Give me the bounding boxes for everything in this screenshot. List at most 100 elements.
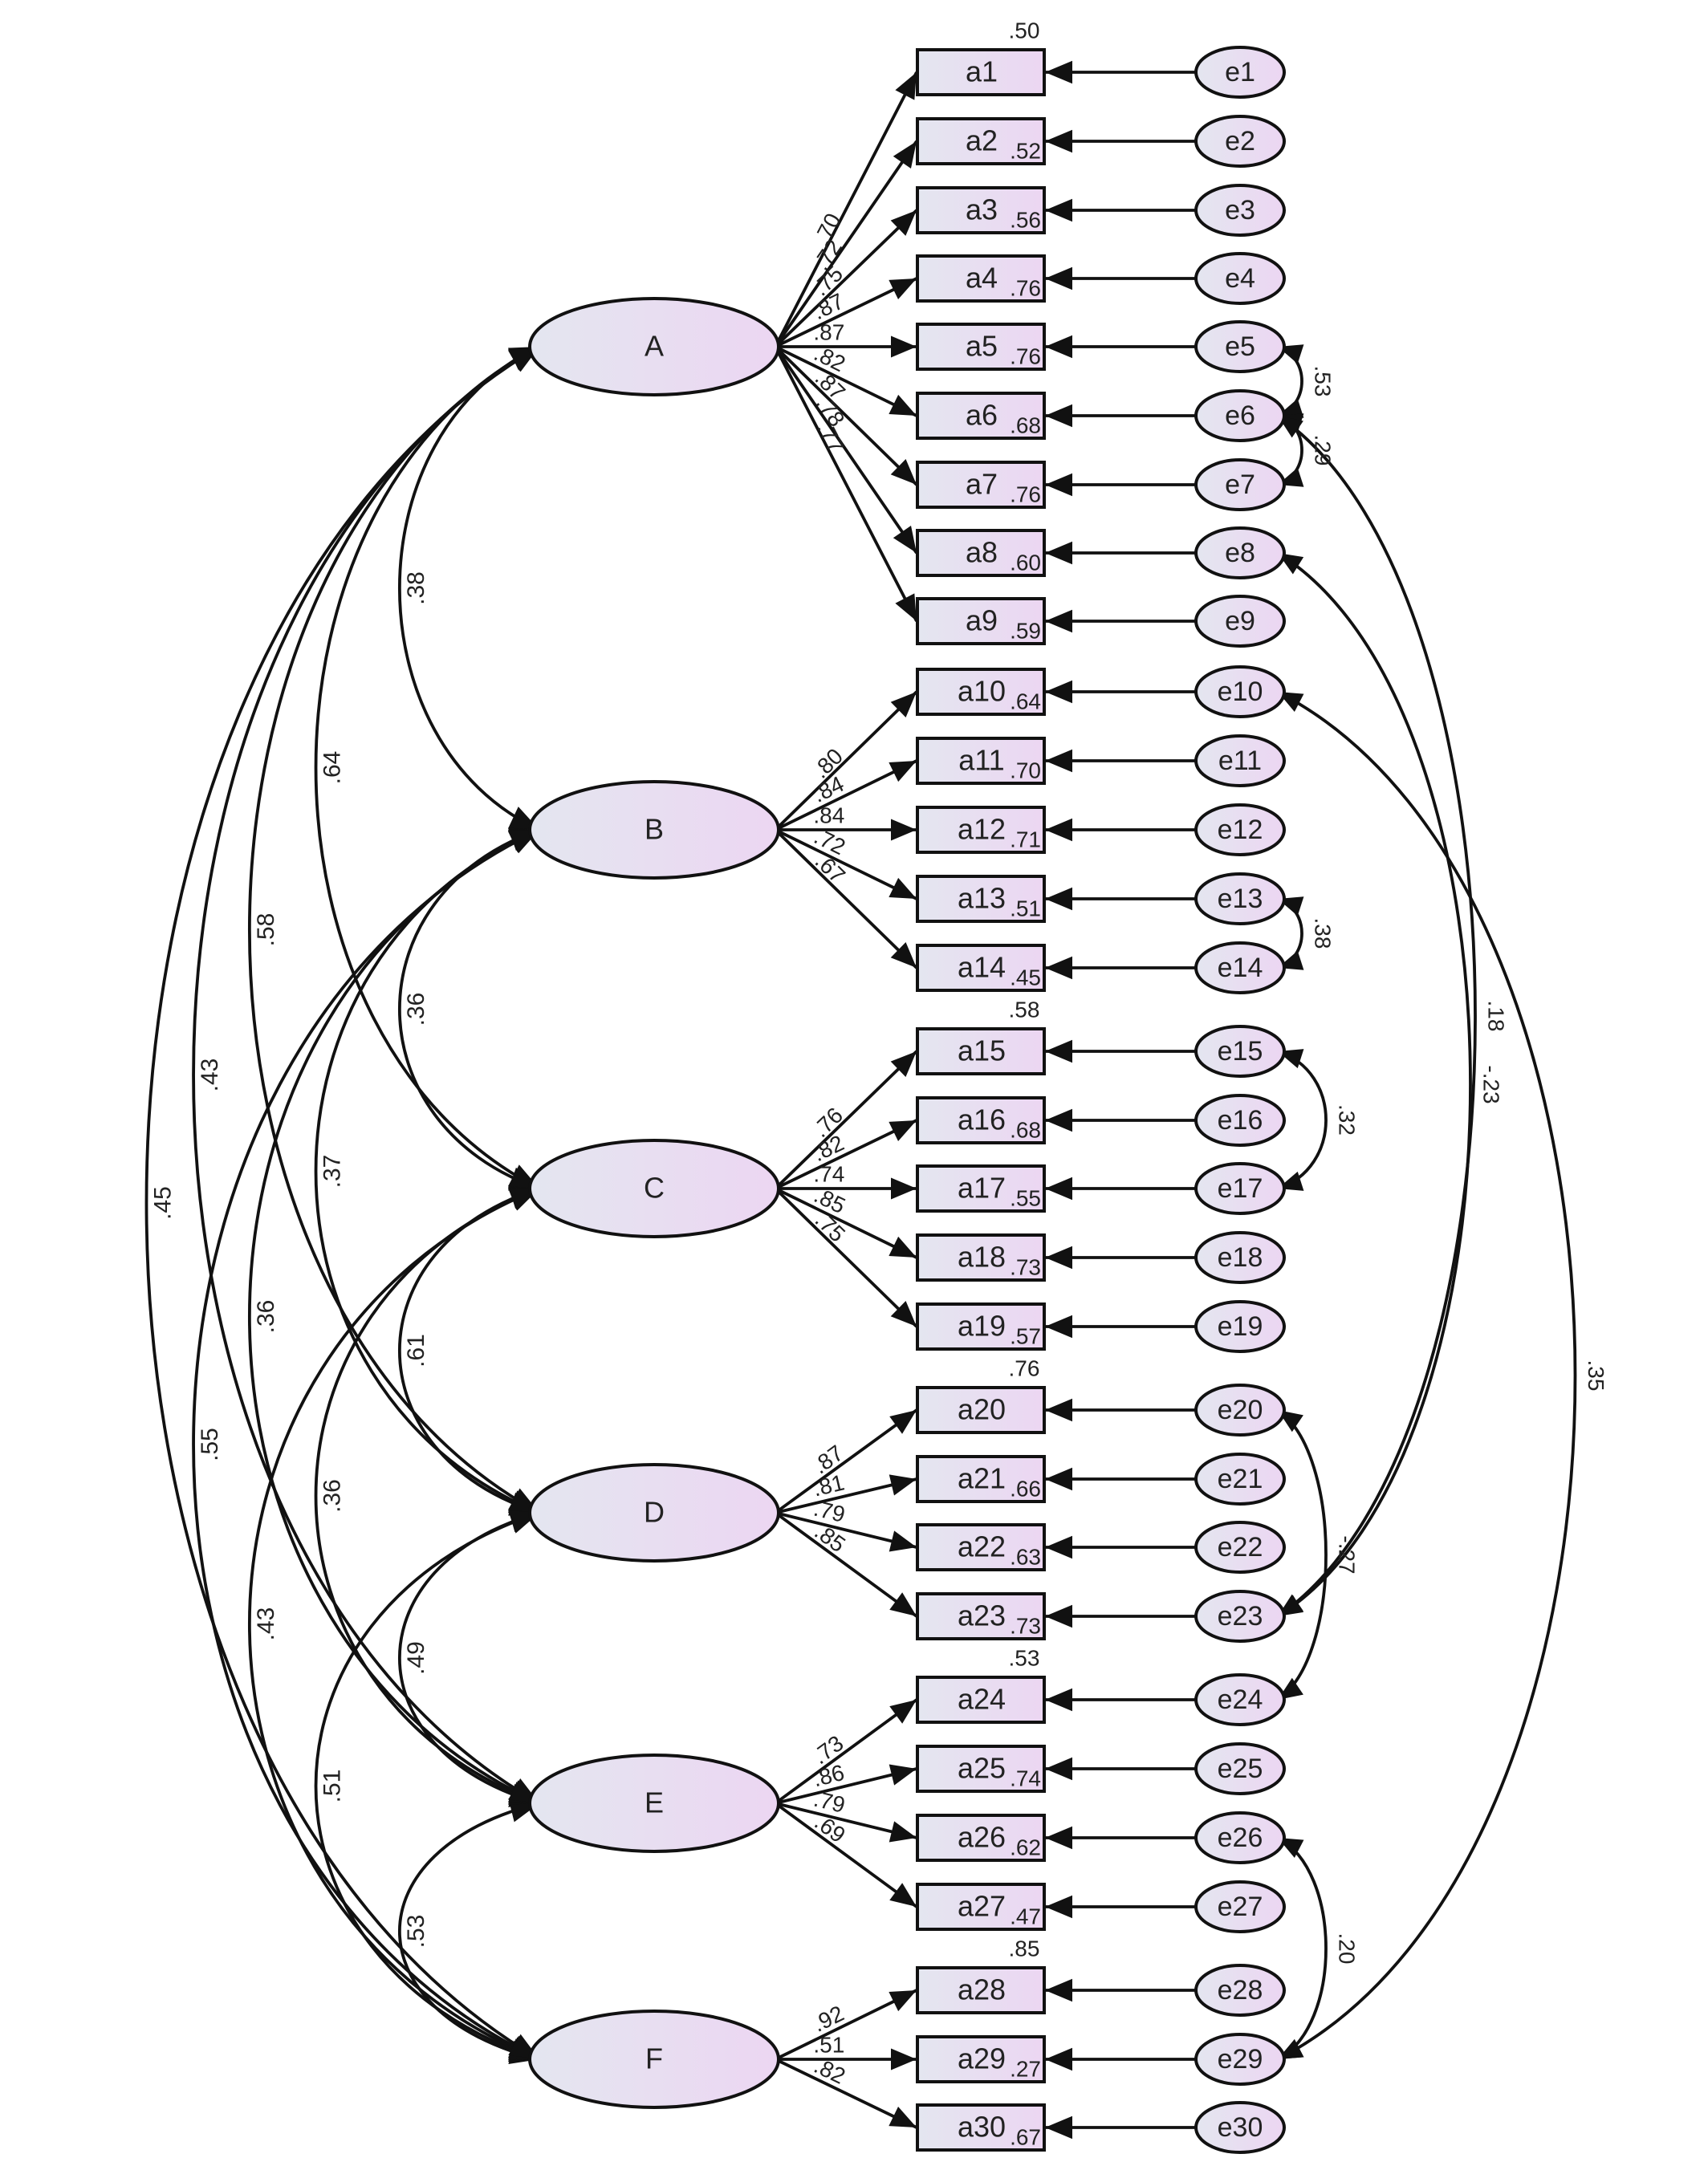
error-e8 — [1194, 526, 1286, 579]
arrowhead — [1045, 1688, 1072, 1712]
arrowhead — [895, 72, 917, 100]
error-label: e26 — [1218, 1823, 1263, 1853]
factor-label: E — [645, 1786, 664, 1819]
item-label: a18 — [958, 1241, 1006, 1274]
loading-path — [774, 828, 918, 969]
r2-label: .51 — [1010, 896, 1041, 920]
arrowhead — [1045, 887, 1072, 911]
item-label: a8 — [966, 536, 998, 569]
arrowhead — [1045, 1604, 1072, 1628]
arrowhead — [1045, 1398, 1072, 1422]
r2-label: .45 — [1010, 965, 1041, 990]
loading-label: .84 — [809, 771, 848, 807]
factor-correlation-label: .53 — [403, 1915, 429, 1949]
item-a22 — [916, 1523, 1046, 1571]
item-a3 — [916, 186, 1046, 234]
error-e25 — [1194, 1742, 1286, 1795]
item-label: a20 — [958, 1393, 1006, 1426]
arrowhead — [889, 877, 917, 899]
item-a20 — [916, 1386, 1046, 1434]
error-label: e30 — [1218, 2112, 1263, 2143]
item-a8 — [916, 529, 1046, 577]
arrowhead — [890, 1051, 917, 1077]
arrowhead — [889, 761, 917, 782]
nodes-layer — [528, 46, 1286, 2154]
factor-correlation-label: .37 — [319, 1155, 345, 1189]
item-label: a15 — [958, 1034, 1006, 1067]
factor-correlation-path — [314, 828, 540, 1514]
item-a24 — [916, 1676, 1046, 1724]
factor-correlation-label: .36 — [253, 1300, 279, 1334]
loading-label: .75 — [811, 1207, 851, 1246]
arrowhead — [889, 394, 917, 416]
error-e14 — [1194, 941, 1286, 994]
factor-correlation-label: .64 — [319, 751, 345, 785]
item-a23 — [916, 1592, 1046, 1640]
error-label: e11 — [1218, 746, 1262, 776]
factor-correlation-path — [247, 345, 540, 1514]
r2-label: .52 — [1010, 138, 1041, 163]
error-covariance-path — [1277, 1836, 1328, 2061]
item-label: a29 — [958, 2042, 1006, 2075]
arrowhead — [1045, 198, 1072, 222]
loading-label: .84 — [813, 803, 844, 827]
error-covariance-path — [1276, 1408, 1328, 1701]
loading-label: .77 — [812, 418, 848, 457]
r2-label: .56 — [1010, 207, 1041, 232]
arrowhead — [1045, 1039, 1072, 1063]
item-label: a24 — [958, 1683, 1006, 1716]
error-label: e8 — [1225, 538, 1255, 568]
factor-D — [528, 1463, 780, 1563]
arrowhead — [889, 1530, 917, 1552]
factor-correlation-path — [192, 828, 540, 2061]
arrowhead — [1045, 1108, 1072, 1132]
error-label: e19 — [1218, 1311, 1263, 1342]
error-label: e6 — [1225, 400, 1255, 431]
error-e26 — [1194, 1811, 1286, 1864]
factor-correlation-label: .43 — [197, 1059, 223, 1092]
factor-B — [528, 780, 780, 880]
item-a14 — [916, 944, 1046, 992]
item-a21 — [916, 1455, 1046, 1503]
arrowhead — [891, 1177, 917, 1200]
arrowhead — [1045, 749, 1072, 773]
factor-correlation-label: .45 — [149, 1186, 176, 1220]
error-e24 — [1194, 1673, 1286, 1726]
arrowhead — [889, 1410, 917, 1434]
loading-label: .85 — [810, 1518, 850, 1557]
factor-correlation-label: .38 — [403, 571, 429, 605]
r2-label: .60 — [1010, 550, 1041, 575]
error-label: e27 — [1218, 1892, 1263, 1922]
arrowhead — [889, 1474, 917, 1496]
factor-label: C — [644, 1172, 665, 1205]
loading-path — [774, 346, 918, 622]
item-a29 — [916, 2035, 1046, 2083]
error-label: e14 — [1218, 953, 1263, 983]
loading-path — [775, 2058, 917, 2129]
arrowhead — [890, 942, 917, 968]
item-a2 — [916, 117, 1046, 165]
item-label: a10 — [958, 675, 1006, 708]
error-covariance-label: .18 — [1484, 1001, 1509, 1032]
factor-label: F — [645, 2042, 663, 2075]
item-label: a6 — [966, 399, 998, 432]
item-a11 — [916, 737, 1046, 785]
error-covariance-label: .32 — [1335, 1104, 1360, 1136]
error-covariance-label: .35 — [1584, 1360, 1608, 1392]
arrowhead — [1045, 680, 1072, 704]
r2-label: .73 — [1010, 1613, 1041, 1638]
error-label: e5 — [1225, 331, 1255, 362]
arrowhead — [1045, 541, 1072, 565]
item-a13 — [916, 875, 1046, 923]
item-label: a3 — [966, 193, 998, 226]
item-label: a11 — [958, 744, 1004, 777]
arrowhead — [1045, 609, 1072, 633]
r2-label: .62 — [1010, 1835, 1041, 1859]
item-label: a25 — [958, 1752, 1006, 1785]
error-e28 — [1194, 1964, 1286, 2017]
error-label: e25 — [1218, 1754, 1263, 1784]
r2-label: .85 — [1009, 1936, 1040, 1961]
factor-label: A — [645, 330, 664, 363]
arrowhead — [1045, 2115, 1072, 2140]
